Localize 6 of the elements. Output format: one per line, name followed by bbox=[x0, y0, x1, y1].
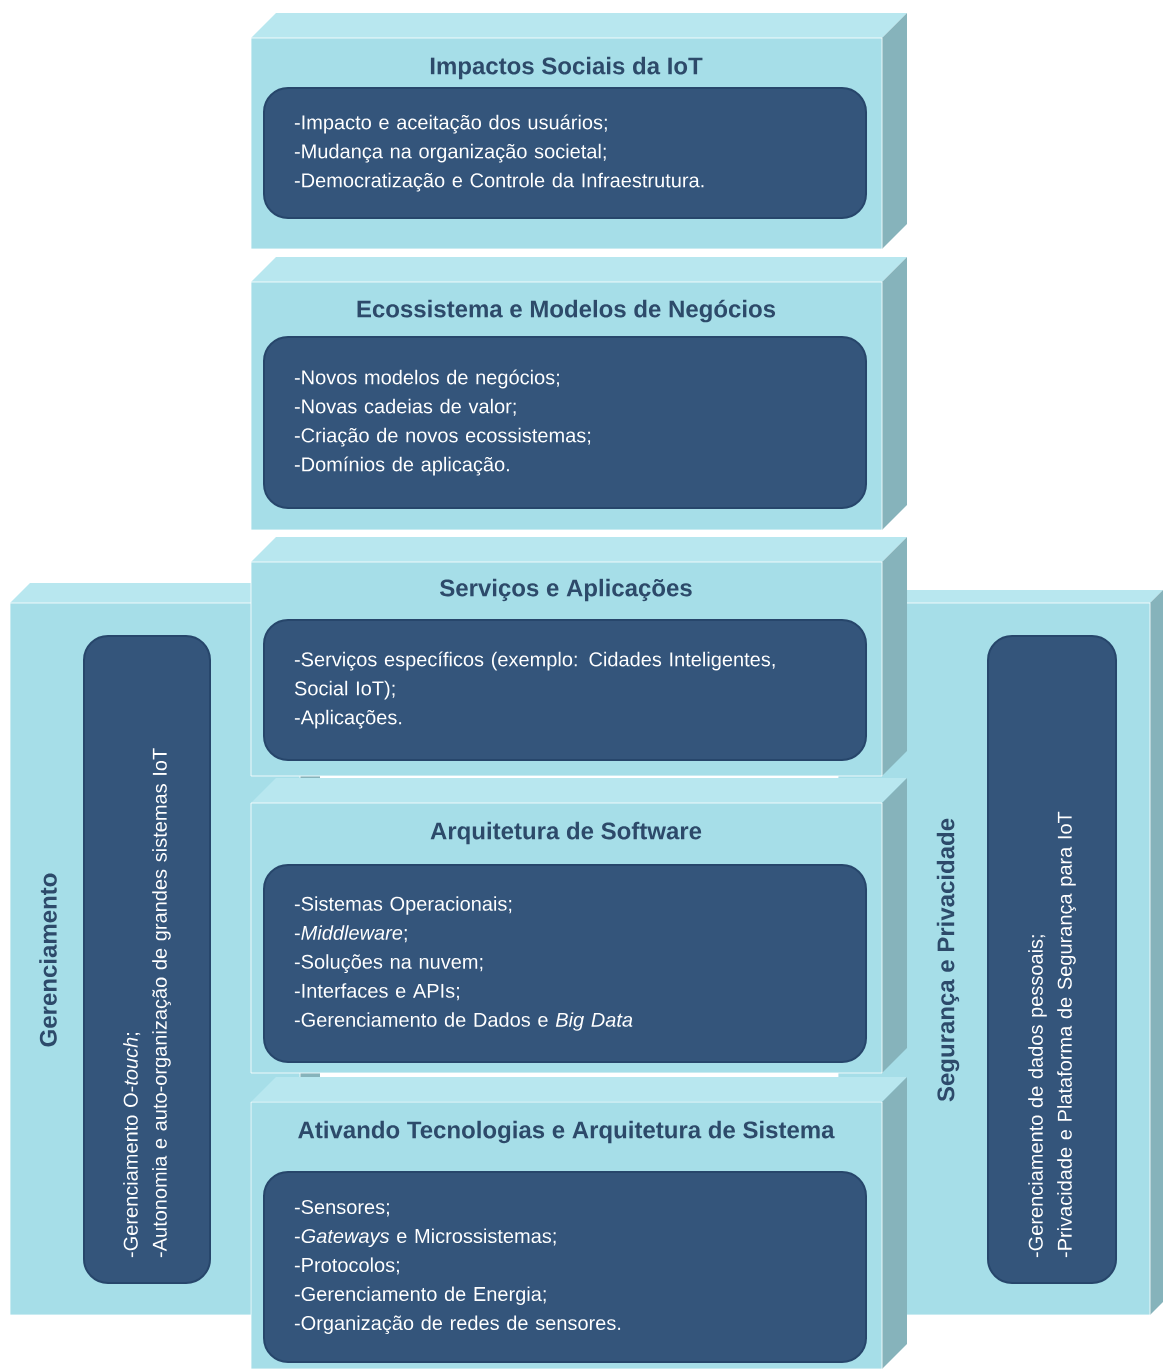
list-box: -Impacto e aceitação dos usuários; -Mudança na organização societal; -Democratização e Controle da Infraestrutura. bbox=[263, 87, 867, 219]
list-box: -Sistemas Operacionais; -Middleware; -Soluções na nuvem; -Interfaces e APIs; -Gerenciamento de Dados e Big Data bbox=[263, 864, 867, 1063]
list-box: -Serviços específicos (exemplo: Cidades Inteligentes, Social IoT); -Aplicações. bbox=[263, 619, 867, 761]
list-box: -Novos modelos de negócios; -Novas cadeias de valor; -Criação de novos ecossistemas; -Domínios de aplicação. bbox=[263, 336, 867, 509]
list-box: -Gerenciamento de dados pessoais; -Privacidade e Plataforma de Segurança para IoT bbox=[987, 635, 1117, 1284]
list-box: -Sensores; -Gateways e Microssistemas; -Protocolos; -Gerenciamento de Energia; -Organização de redes de sensores. bbox=[263, 1171, 867, 1363]
